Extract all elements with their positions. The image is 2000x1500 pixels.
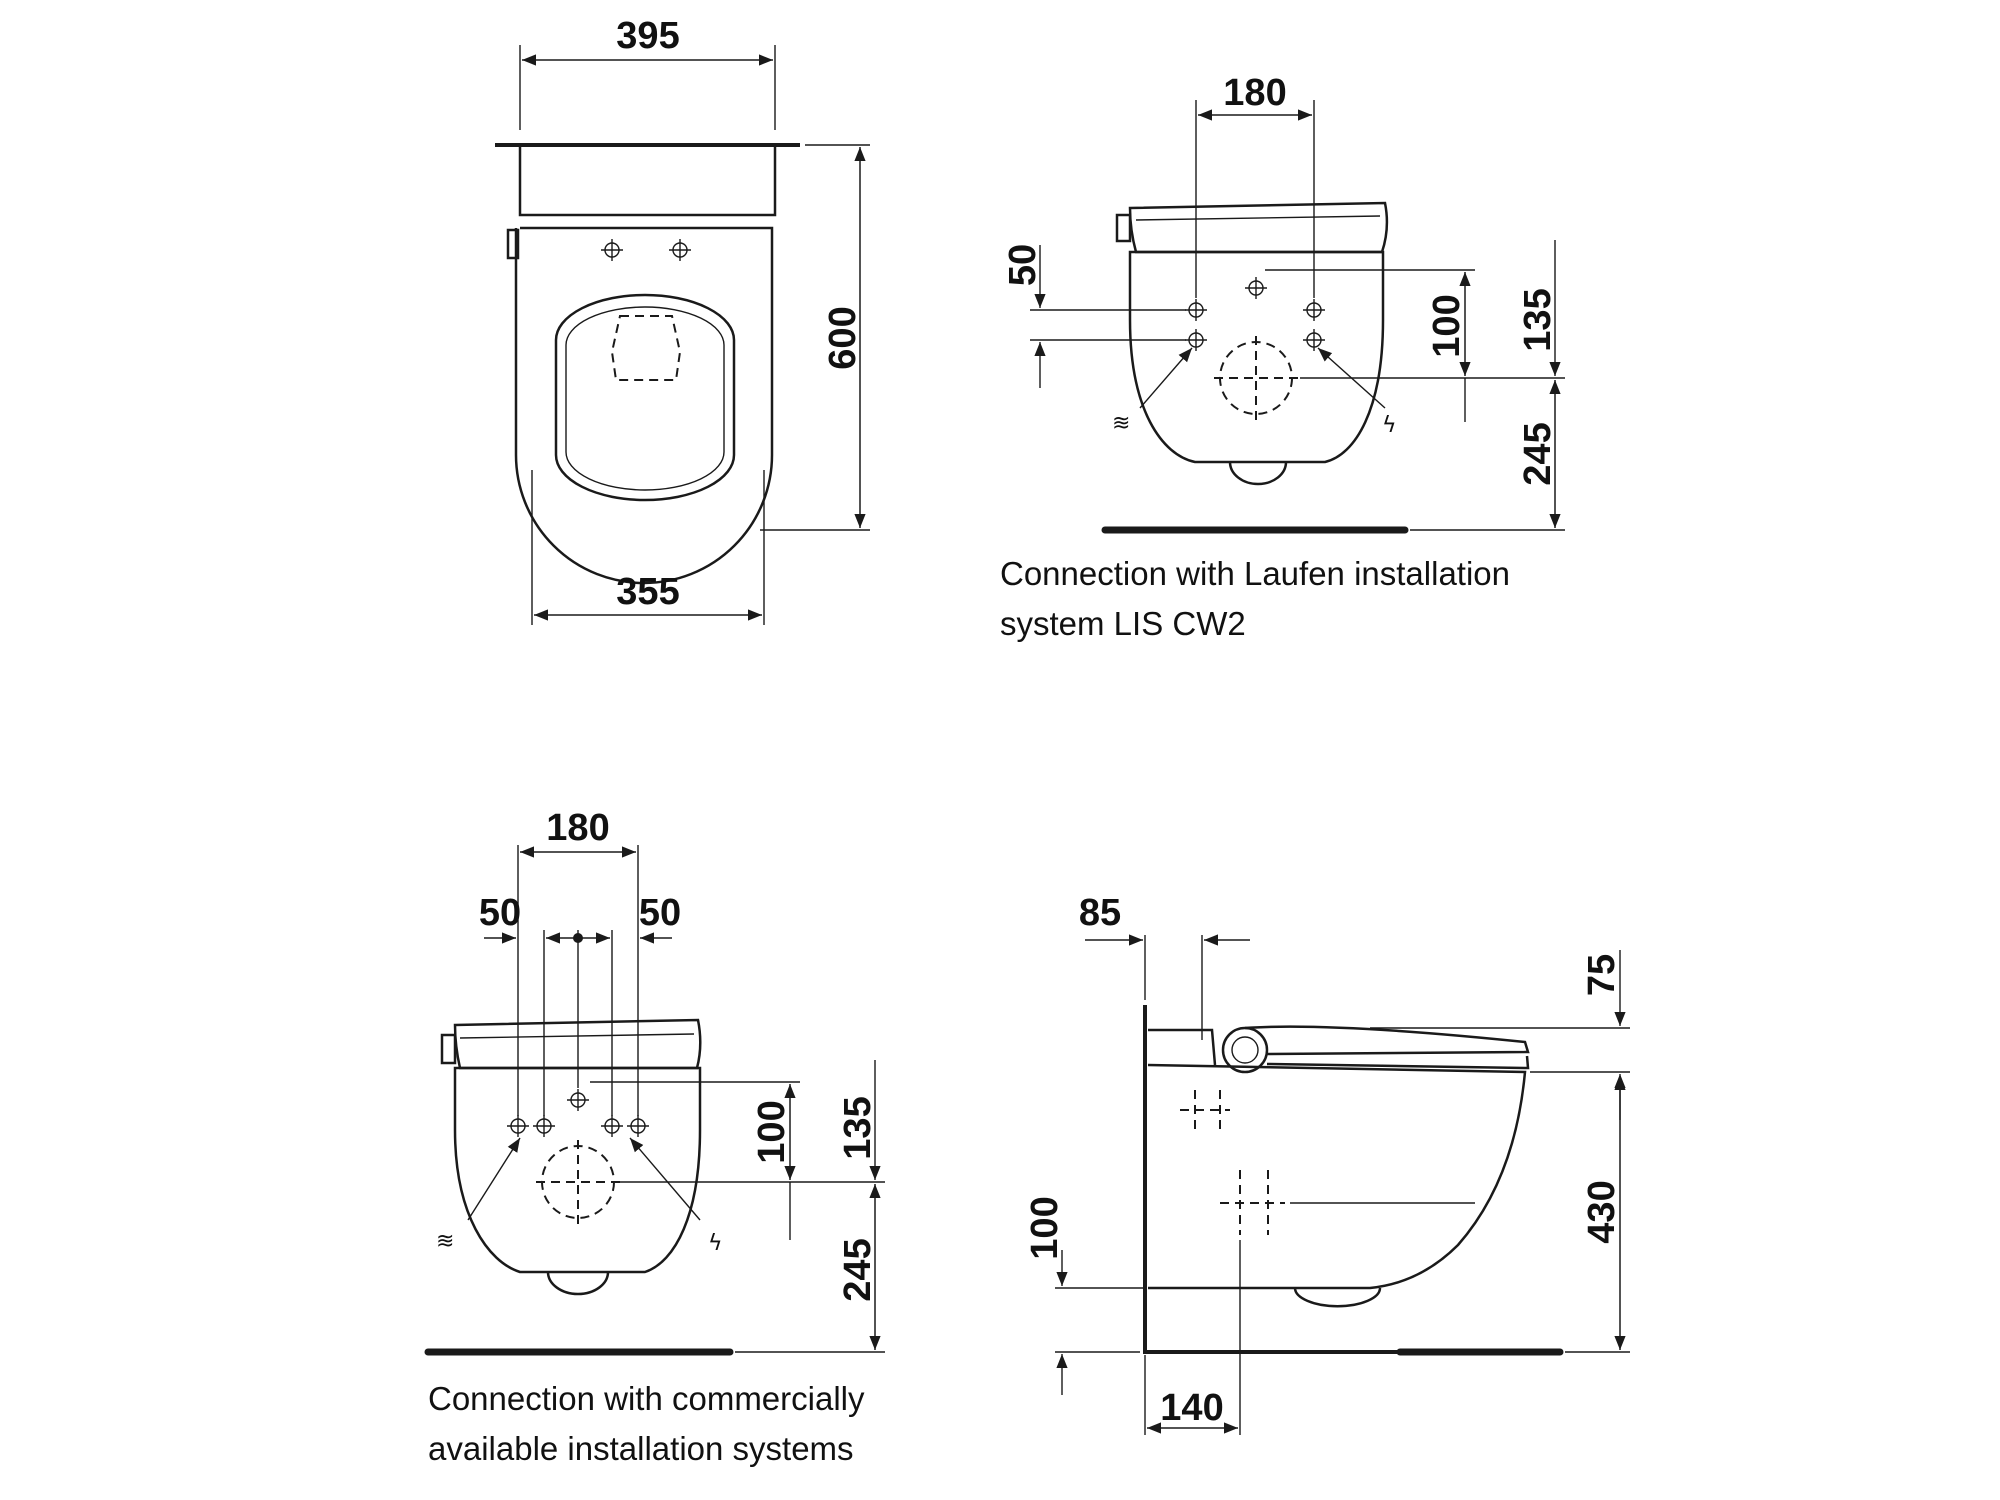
com-dim-50-left-label: 50 bbox=[479, 892, 521, 934]
com-caption-line2: available installation systems bbox=[428, 1430, 854, 1467]
com-connection-left-outer bbox=[506, 1114, 530, 1138]
side-dim-85-label: 85 bbox=[1079, 892, 1121, 934]
lis-connection-upper-left bbox=[1184, 298, 1208, 322]
side-seat-ring bbox=[1266, 1055, 1530, 1070]
com-bowl-outline bbox=[453, 1066, 702, 1274]
lis-dim-100-label: 100 bbox=[1426, 294, 1468, 357]
lis-connection-upper-right bbox=[1302, 298, 1326, 322]
com-dim-180-label: 180 bbox=[546, 807, 609, 849]
side-wall-floor-outline bbox=[1143, 1005, 1560, 1354]
front-view-commercial: ≋ ϟ 180 50 50 100 135 245 Connec bbox=[424, 807, 885, 1467]
top-view: 395 355 600 bbox=[495, 15, 870, 625]
com-water-symbol-icon: ≋ bbox=[436, 1229, 454, 1254]
lis-connection-center bbox=[1244, 276, 1268, 300]
com-spigot bbox=[546, 1271, 610, 1296]
com-connection-right-inner bbox=[600, 1114, 624, 1138]
lis-spigot bbox=[1228, 461, 1288, 486]
lis-dim-180-label: 180 bbox=[1223, 72, 1286, 114]
lis-connection-lower-right bbox=[1302, 328, 1326, 352]
com-connection-right-outer bbox=[626, 1114, 650, 1138]
com-dim-50-right-label: 50 bbox=[639, 892, 681, 934]
com-caption-line1: Connection with commercially bbox=[428, 1380, 865, 1417]
com-dim-245-label: 245 bbox=[837, 1238, 879, 1301]
lis-side-button bbox=[1115, 213, 1132, 243]
side-dim-75-label: 75 bbox=[1581, 954, 1623, 996]
top-view-connection-left bbox=[600, 238, 624, 262]
lis-caption-line1: Connection with Laufen installation bbox=[1000, 555, 1510, 592]
com-dim-135-label: 135 bbox=[837, 1096, 879, 1159]
top-view-seat-ring bbox=[554, 293, 736, 502]
com-dim-100-label: 100 bbox=[751, 1100, 793, 1163]
lis-caption-line2: system LIS CW2 bbox=[1000, 605, 1246, 642]
lis-dim-135-label: 135 bbox=[1517, 288, 1559, 351]
lis-seat-lid bbox=[1128, 201, 1389, 254]
top-view-side-button bbox=[506, 228, 520, 260]
lis-bowl-outline bbox=[1128, 250, 1385, 464]
side-dim-430-label: 430 bbox=[1581, 1180, 1623, 1243]
side-dim-140-label: 140 bbox=[1160, 1387, 1223, 1429]
side-view: 85 75 430 100 140 bbox=[1024, 892, 1630, 1435]
dim-600-label: 600 bbox=[822, 306, 864, 369]
side-bowl-outline bbox=[1147, 1063, 1527, 1290]
top-view-seat-inner bbox=[565, 306, 725, 491]
top-view-outlet-dashed bbox=[610, 315, 682, 381]
side-dim-100-label: 100 bbox=[1024, 1196, 1066, 1259]
dim-395-label: 395 bbox=[616, 15, 679, 57]
lis-dim-50-label: 50 bbox=[1002, 244, 1044, 286]
top-view-tank bbox=[518, 146, 777, 217]
lis-connection-lower-left bbox=[1184, 328, 1208, 352]
lis-power-symbol-icon: ϟ bbox=[1382, 413, 1397, 438]
com-connection-center bbox=[566, 1088, 590, 1112]
lis-dim-245-label: 245 bbox=[1517, 422, 1559, 485]
com-power-symbol-icon: ϟ bbox=[708, 1231, 723, 1256]
top-view-connection-right bbox=[668, 238, 692, 262]
lis-water-symbol-icon: ≋ bbox=[1112, 411, 1130, 436]
com-side-button bbox=[440, 1033, 457, 1065]
side-hinge-inner bbox=[1231, 1036, 1259, 1064]
com-connection-left-inner bbox=[532, 1114, 556, 1138]
front-view-lis: ≋ ϟ 180 50 100 135 245 Connection with L… bbox=[1000, 72, 1565, 642]
side-spigot bbox=[1293, 1287, 1382, 1308]
dim-355-label: 355 bbox=[616, 571, 679, 613]
side-seat-lid bbox=[1244, 1025, 1530, 1056]
